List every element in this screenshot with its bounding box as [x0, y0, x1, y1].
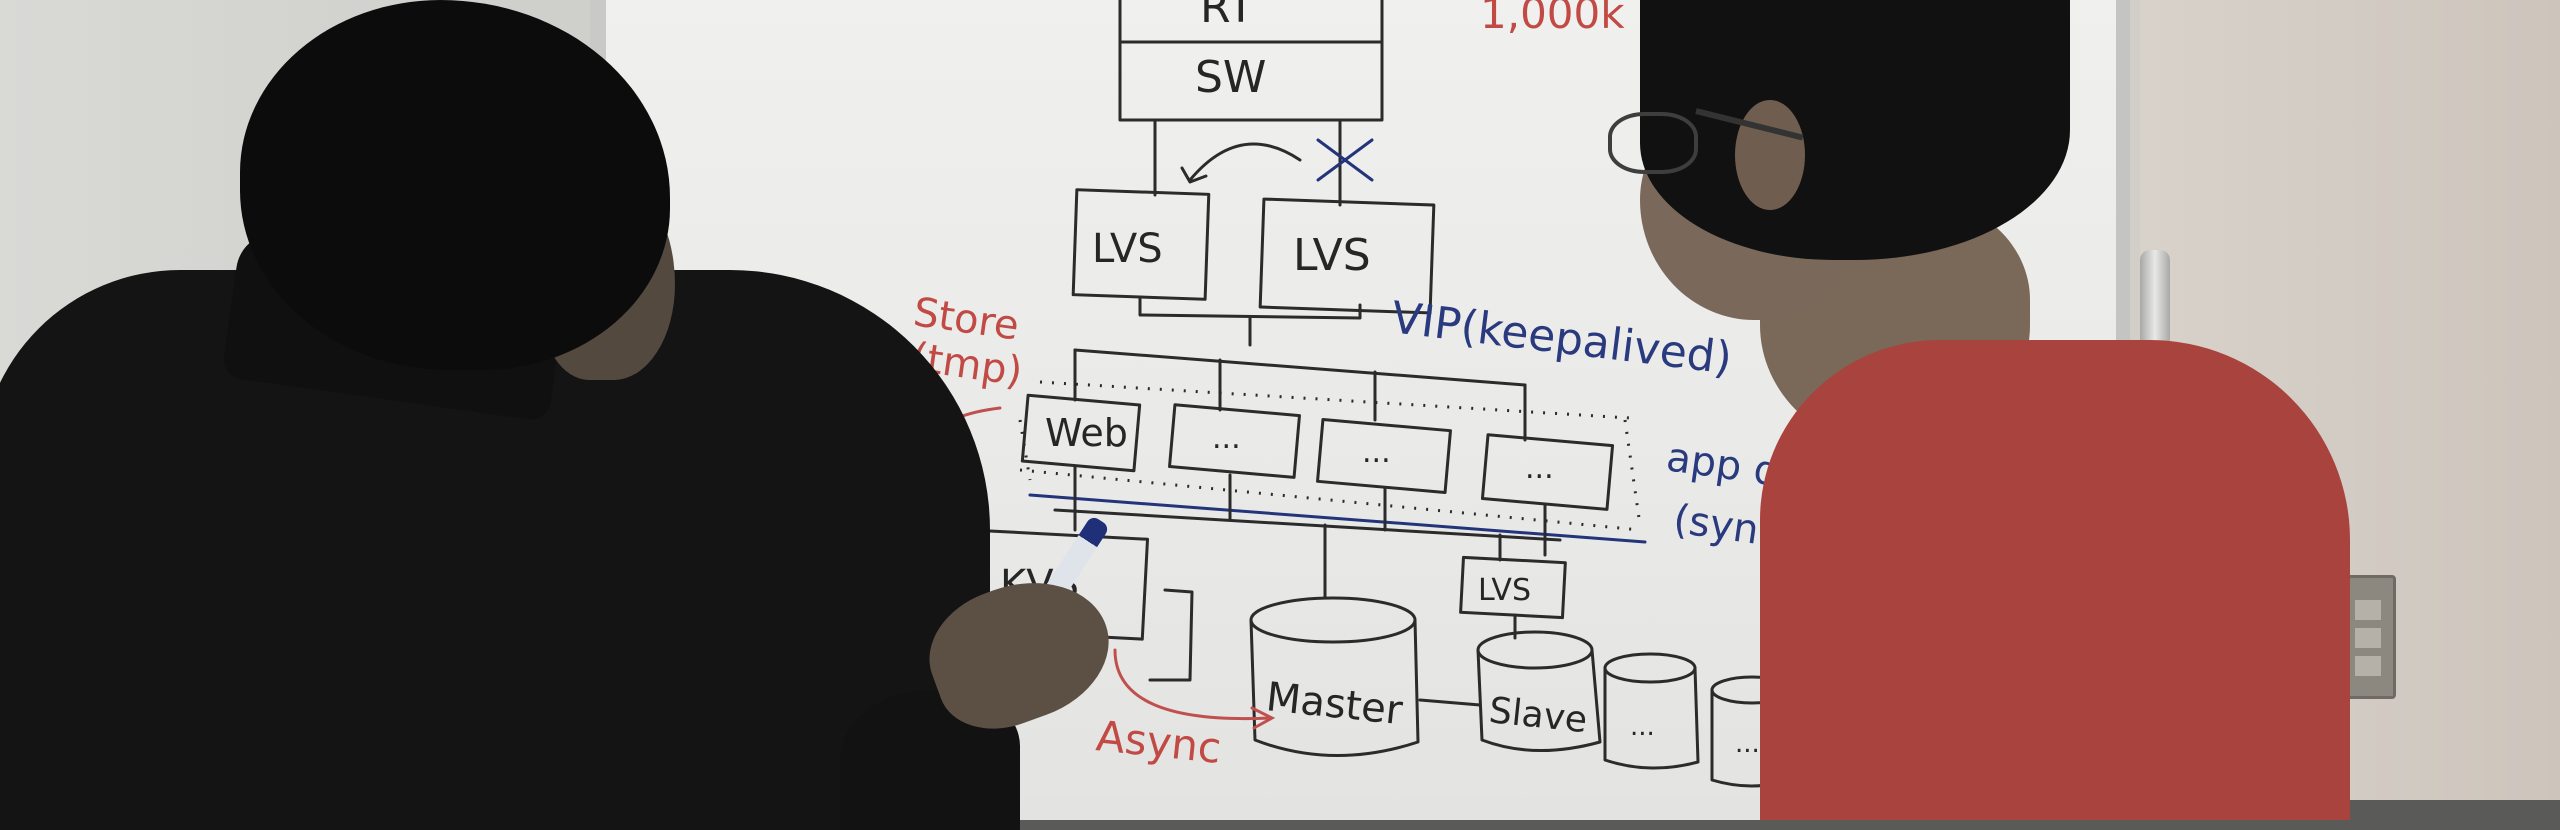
replica-db-1: ... — [1603, 652, 1700, 770]
top-box-sw-label: SW — [1195, 52, 1266, 103]
sync-line — [1028, 493, 1647, 544]
person-right-red-shirt — [1760, 340, 2350, 820]
web-box: Web — [1020, 393, 1142, 473]
person-left-hair — [240, 0, 670, 370]
server-box-1: ... — [1168, 403, 1301, 479]
server-box-3: ... — [1480, 433, 1615, 511]
svg-text:Master: Master — [1264, 674, 1405, 734]
failover-x-mark — [1316, 138, 1374, 182]
lvs-left-box: LVS — [1071, 188, 1211, 301]
svg-text:Web: Web — [1045, 411, 1128, 455]
top-switch-box: RT SW — [1118, 0, 1384, 122]
svg-text:...: ... — [1735, 729, 1760, 759]
svg-text:...: ... — [1212, 421, 1241, 456]
glasses — [1608, 112, 1698, 174]
svg-text:LVS: LVS — [1092, 226, 1163, 272]
red-number-label: 1,000k — [1480, 0, 1625, 38]
svg-text:Slave: Slave — [1487, 690, 1589, 741]
lvs-small-box: LVS — [1459, 555, 1567, 620]
svg-text:LVS: LVS — [1478, 573, 1531, 608]
server-box-2: ... — [1316, 418, 1452, 494]
svg-text:...: ... — [1630, 712, 1655, 742]
lvs-right-box: LVS — [1258, 197, 1436, 315]
svg-text:...: ... — [1362, 435, 1391, 470]
person-right-ear — [1735, 100, 1805, 210]
svg-text:LVS: LVS — [1293, 230, 1371, 281]
master-db-cylinder: Master — [1249, 596, 1420, 757]
person-right-hair — [1640, 0, 2070, 260]
vip-label: VIP(keepalived) — [1389, 292, 1735, 384]
async-label: Async — [1094, 711, 1224, 773]
top-box-rt-label: RT — [1200, 0, 1254, 33]
async-arrow — [1113, 648, 1272, 721]
svg-text:...: ... — [1525, 451, 1554, 486]
slave-db-cylinder: Slave — [1476, 630, 1602, 752]
